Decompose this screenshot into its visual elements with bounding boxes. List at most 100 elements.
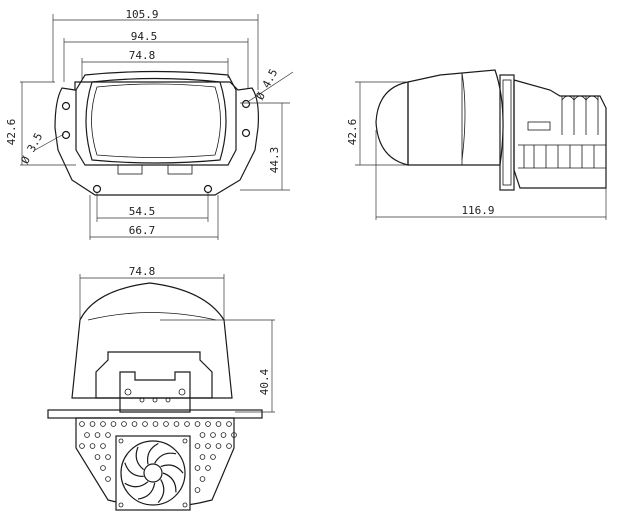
perforation-hole: [199, 476, 206, 482]
fan-screw: [118, 438, 124, 444]
dim-mid-width: 94.5: [131, 30, 158, 43]
dim-side-length: 116.9: [461, 204, 494, 217]
leader-hole-small: [34, 133, 65, 151]
perforation-hole: [89, 421, 96, 427]
perforation-hole: [199, 432, 206, 438]
front-lens-outer: [85, 77, 227, 164]
side-flange: [499, 74, 515, 191]
perforation-hole: [94, 432, 101, 438]
perforation-hole: [215, 421, 222, 427]
top-view: 74.8 40.4: [47, 265, 275, 511]
perforation-hole: [142, 421, 148, 427]
fan-ring: [120, 440, 186, 506]
perforation-hole: [205, 421, 211, 427]
perforation-hole: [163, 421, 169, 427]
fan-screw: [118, 502, 124, 508]
perforation-hole: [105, 476, 111, 482]
fan-hub: [143, 463, 163, 483]
perforation-hole: [210, 432, 216, 438]
dim-bottom-inner: 54.5: [129, 205, 156, 218]
perforation-hole: [194, 443, 201, 449]
side-fin-caps: [561, 95, 599, 101]
side-housing-curve: [461, 72, 466, 161]
dim-lens-width: 74.8: [129, 49, 156, 62]
top-housing-dome: [71, 282, 233, 399]
perforation-hole: [194, 421, 201, 427]
perforation-hole: [226, 443, 232, 449]
fan-blade: [135, 446, 144, 471]
front-view: 105.9 94.5 74.8 42.6 Ø 3.5 Ø 4.5 44.3 54…: [5, 8, 294, 240]
dim-bottom-outer: 66.7: [129, 224, 156, 237]
top-bracket-hole: [152, 397, 158, 403]
perforation-hole: [131, 421, 138, 427]
perforation-hole: [226, 421, 232, 427]
top-bracket-hole: [165, 397, 171, 403]
dim-top-height: 40.4: [258, 368, 271, 395]
dim-height-right: 44.3: [268, 147, 281, 174]
perforation-hole: [100, 465, 106, 471]
perforation-hole: [89, 443, 96, 449]
side-heatsink: [513, 79, 607, 189]
perforation-hole: [105, 432, 111, 438]
top-bracket-hole: [139, 397, 145, 403]
side-fins-top: [561, 96, 599, 135]
front-hole-mid-right: [241, 128, 251, 138]
side-housing: [407, 69, 504, 166]
side-connector: [527, 121, 551, 131]
dim-height-left: 42.6: [5, 119, 18, 146]
fan-blade: [137, 482, 156, 500]
perforation-hole: [121, 421, 127, 427]
perforation-hole: [100, 421, 106, 427]
dim-hole-small: Ø 3.5: [18, 131, 45, 166]
perforation-hole: [94, 454, 101, 460]
perforation-hole: [231, 432, 237, 438]
fan-blade: [160, 464, 184, 474]
top-bracket: [119, 371, 191, 413]
front-bezel: [75, 70, 237, 166]
perforation-hole: [210, 454, 216, 460]
perforation-hole: [205, 443, 211, 449]
fan-blade: [162, 472, 177, 493]
dim-hole-large: Ø 4.5: [253, 67, 280, 102]
dim-overall-width: 105.9: [125, 8, 158, 21]
perforation-hole: [199, 454, 206, 460]
leader-hole-large: [248, 71, 294, 102]
perforation-hole: [215, 443, 222, 449]
front-lens-inner: [91, 83, 221, 158]
top-flange: [47, 409, 263, 419]
fan-blade: [146, 442, 159, 465]
top-bracket-hole: [124, 388, 132, 396]
front-hole-top-right: [241, 99, 251, 109]
front-mounting-plate: [54, 81, 259, 196]
perforation-hole: [79, 421, 85, 427]
side-flange-inner: [502, 79, 512, 186]
perforation-hole: [79, 443, 85, 449]
perforation-hole: [152, 421, 159, 427]
perforation-hole: [194, 487, 201, 493]
fan-blade: [124, 481, 149, 488]
perforation-hole: [100, 443, 106, 449]
fan-blades: [124, 442, 184, 504]
front-tab-right: [167, 164, 193, 175]
perforation-hole: [205, 465, 211, 471]
perforation-hole: [84, 432, 90, 438]
front-hole-bottom-right: [203, 184, 213, 194]
fan-blade: [154, 452, 177, 464]
front-hole-bottom-left: [92, 184, 102, 194]
side-fins-bottom: [523, 145, 595, 168]
front-tab-left: [117, 164, 143, 175]
dim-top-width: 74.8: [129, 265, 156, 278]
front-hole-mid-left: [61, 130, 71, 140]
fan-screw: [182, 502, 188, 508]
perforation-hole: [184, 421, 190, 427]
fan-blade: [124, 462, 144, 478]
front-hole-top-left: [61, 101, 71, 111]
top-perforations: [79, 421, 237, 493]
perforation-hole: [110, 421, 117, 427]
top-housing-seam: [87, 312, 217, 321]
top-module: [95, 351, 213, 399]
fan-screw: [182, 438, 188, 444]
perforation-hole: [194, 465, 201, 471]
top-bracket-hole: [178, 388, 186, 396]
